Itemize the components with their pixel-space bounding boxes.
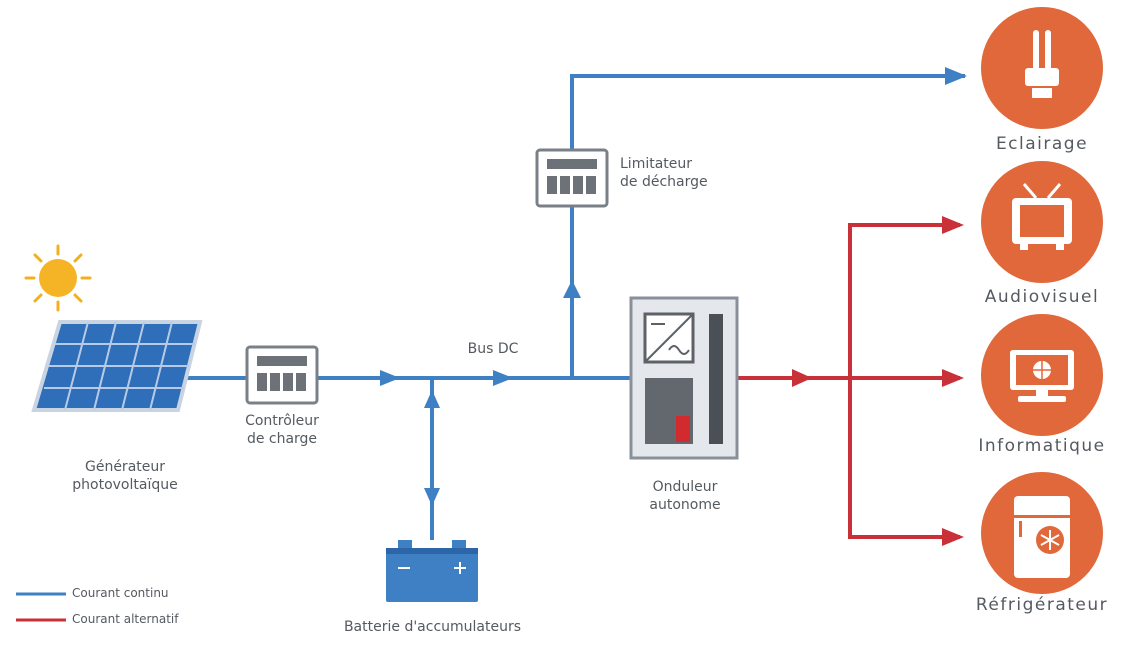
computer-icon — [1010, 350, 1074, 402]
load-label-audiovisual: Audiovisuel — [984, 287, 1100, 307]
lightbulb-icon — [1025, 30, 1059, 98]
tv-icon — [1012, 183, 1072, 250]
solar-panel-icon — [31, 320, 203, 412]
battery-label-text: Batterie d'accumulateurs — [343, 619, 522, 635]
ac-arrows — [792, 216, 964, 546]
ac-arrow-out — [792, 369, 812, 387]
ac-arrow-audiovisual — [942, 216, 964, 234]
ac-wiring — [738, 223, 960, 539]
discharge-limiter-label-line1: Limitateur — [620, 156, 693, 172]
load-label-lighting: Eclairage — [995, 134, 1089, 154]
load-fridge-icon — [981, 472, 1103, 594]
dc-arrow-right-lighting — [945, 67, 967, 85]
bus-dc-label-text: Bus DC — [467, 341, 519, 357]
legend-dc-label: Courant continu — [72, 586, 169, 600]
dc-arrow-right-2 — [493, 370, 513, 386]
charge-controller-label: Contrôleur de charge — [222, 412, 342, 448]
sun-icon — [24, 244, 92, 312]
battery-label: Batterie d'accumulateurs — [305, 618, 560, 636]
inverter-label-line1: Onduleur — [652, 479, 718, 495]
dc-arrow-up-branch — [563, 280, 581, 298]
dc-arrow-right-1 — [380, 370, 400, 386]
generator-label-line2: photovoltaïque — [72, 477, 178, 494]
fridge-icon — [1014, 496, 1070, 578]
load-lighting-icon — [981, 7, 1103, 129]
battery-icon — [386, 540, 478, 602]
bus-dc-label: Bus DC — [448, 340, 538, 358]
dc-arrow-down-battery — [424, 488, 440, 506]
load-audiovisual-icon — [981, 161, 1103, 283]
inverter-label-line2: autonome — [649, 497, 721, 514]
load-label-fridge: Réfrigérateur — [975, 595, 1109, 615]
dc-arrows — [380, 67, 967, 506]
ac-line-to-fridge — [848, 378, 960, 539]
dc-line-bus-to-lighting — [570, 74, 965, 378]
generator-label: Générateur photovoltaïque — [45, 458, 205, 494]
charge-controller-icon — [245, 345, 319, 405]
charge-controller-label-line2: de charge — [246, 431, 318, 448]
load-computer-icon — [981, 314, 1103, 436]
legend-ac-label: Courant alternatif — [72, 612, 179, 626]
ac-line-to-audiovisual — [848, 223, 960, 378]
dc-arrow-up-battery — [424, 390, 440, 408]
discharge-limiter-icon — [535, 148, 609, 208]
inverter-icon — [629, 296, 739, 460]
load-label-computer: Informatique — [978, 436, 1106, 456]
charge-controller-label-line1: Contrôleur — [245, 413, 319, 429]
ac-arrow-fridge — [942, 528, 964, 546]
ac-arrow-computer — [942, 369, 964, 387]
discharge-limiter-label: Limitateur de décharge — [620, 155, 760, 191]
generator-label-line1: Générateur — [84, 459, 165, 475]
discharge-limiter-label-line2: de décharge — [620, 174, 708, 191]
inverter-label: Onduleur autonome — [625, 478, 745, 514]
